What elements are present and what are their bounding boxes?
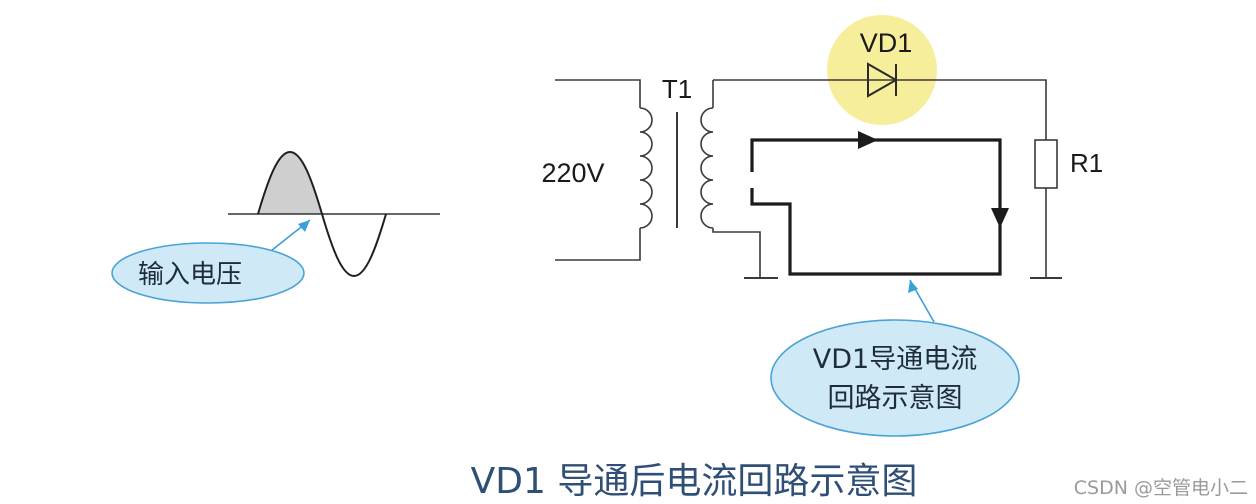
primary-bottom-lead (555, 228, 641, 261)
resistor-label: R1 (1070, 148, 1103, 178)
loop-annotation-line1: VD1导通电流 (813, 344, 977, 375)
input-voltage-bubble (111, 242, 305, 304)
diagram-caption: VD1 导通后电流回路示意图 (471, 461, 918, 502)
top-rail (713, 79, 1047, 140)
input-voltage-label: 输入电压 (138, 260, 242, 290)
diode-label: VD1 (860, 28, 913, 58)
resistor-r1: R1 (1030, 139, 1103, 279)
current-path (750, 131, 1009, 276)
loop-callout-arrowhead (908, 280, 918, 293)
current-loop-callout: VD1导通电流 回路示意图 (770, 279, 1020, 437)
current-arrow-right (858, 131, 878, 149)
diode-highlight (827, 15, 937, 125)
secondary-bottom-lead (712, 228, 761, 278)
diode-vd1: VD1 (713, 15, 1047, 140)
loop-annotation-line2: 回路示意图 (828, 383, 963, 414)
sine-wave (257, 150, 387, 278)
positive-half-cycle-fill (258, 152, 322, 214)
input-waveform (228, 150, 440, 278)
transformer: 220V T1 (541, 74, 778, 279)
current-loop-lower (750, 188, 1002, 276)
transformer-label: T1 (662, 74, 692, 104)
watermark: CSDN @空管电小二 (1074, 477, 1248, 499)
input-callout-arrowhead (298, 220, 310, 232)
source-voltage-label: 220V (541, 158, 604, 188)
input-voltage-callout: 输入电压 (111, 219, 311, 304)
primary-winding (639, 107, 653, 229)
current-arrow-down (991, 208, 1009, 228)
secondary-winding (700, 107, 714, 229)
diode-symbol (867, 62, 899, 98)
primary-top-lead (555, 79, 641, 108)
loop-annotation-bubble (770, 319, 1020, 437)
resistor-body (1034, 139, 1058, 189)
